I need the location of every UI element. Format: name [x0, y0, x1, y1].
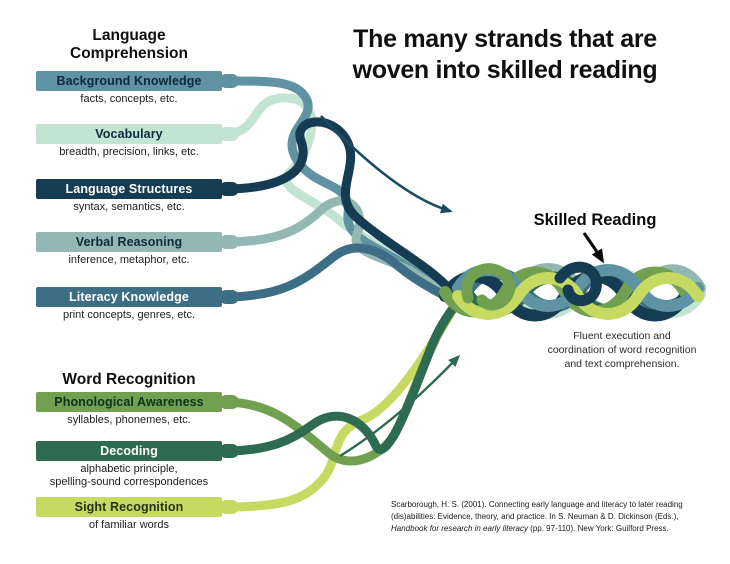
strand-label: Verbal Reasoning [75, 235, 183, 249]
strand-phonological-awareness: Phonological Awareness syllables, phonem… [36, 392, 222, 427]
strand-decoding: Decoding alphabetic principle, spelling-… [36, 441, 222, 489]
strand-caption: inference, metaphor, etc. [68, 254, 190, 266]
strand-caption: breadth, precision, links, etc. [59, 146, 199, 158]
word-recognition-heading: Word Recognition [62, 371, 196, 388]
skilled-reading-description: Fluent execution and coordination of wor… [547, 330, 697, 371]
strand-label: Vocabulary [95, 127, 163, 141]
strand-caption: facts, concepts, etc. [80, 93, 178, 105]
strand-label: Decoding [100, 444, 158, 458]
strand-path-literacy-knowledge [219, 243, 471, 310]
strand-bar: Vocabulary [36, 124, 222, 144]
strand-bar: Decoding [36, 441, 222, 461]
strand-bar: Verbal Reasoning [36, 232, 222, 252]
strand-label: Background Knowledge [56, 74, 202, 88]
strand-caption: syntax, semantics, etc. [73, 201, 185, 213]
strand-bar: Language Structures [36, 179, 222, 199]
strand-bar: Sight Recognition [36, 497, 222, 517]
page-title: The many strands that are woven into ski… [295, 24, 715, 85]
language-comprehension-heading: Language Comprehension [70, 27, 188, 62]
rope-loop-green [461, 263, 516, 311]
lc-strands [219, 76, 471, 310]
skilled-reading-label: Skilled Reading [533, 211, 657, 229]
strand-caption: print concepts, genres, etc. [62, 309, 196, 321]
wr-strands [219, 297, 463, 512]
strand-caption: of familiar words [88, 519, 170, 531]
skilled-reading-arrow [582, 232, 605, 264]
strand-path-language-structures [219, 117, 463, 305]
citation-line3-rest: (pp. 97-110). New York: Guilford Press. [527, 524, 669, 533]
strand-bar: Phonological Awareness [36, 392, 222, 412]
wr-flow-arrow [339, 354, 461, 458]
strand-verbal-reasoning: Verbal Reasoning inference, metaphor, et… [36, 232, 222, 267]
strand-language-structures: Language Structures syntax, semantics, e… [36, 179, 222, 214]
citation-line2: (dis)abilities: Evidence, theory, and pr… [391, 512, 679, 521]
strand-label: Language Structures [65, 182, 193, 196]
strand-path-decoding [219, 297, 463, 456]
page-title-line1: The many strands that are [353, 25, 657, 53]
citation-line3: Handbook for research in early literacy … [391, 523, 713, 535]
lc-flow-arrow [320, 115, 453, 214]
rope-loop-navy [554, 261, 602, 307]
page-title-line2: woven into skilled reading [352, 55, 658, 84]
strand-label: Phonological Awareness [54, 395, 204, 409]
strand-caption: alphabetic principle, spelling-sound cor… [49, 463, 209, 488]
strand-label: Literacy Knowledge [69, 290, 189, 304]
strand-bar: Literacy Knowledge [36, 287, 222, 307]
citation-book-title: Handbook for research in early literacy [391, 524, 528, 533]
strand-caption: syllables, phonemes, etc. [67, 414, 191, 426]
strand-sight-recognition: Sight Recognition of familiar words [36, 497, 222, 532]
strand-vocabulary: Vocabulary breadth, precision, links, et… [36, 124, 222, 159]
strand-literacy-knowledge: Literacy Knowledge print concepts, genre… [36, 287, 222, 322]
woven-rope [439, 261, 706, 322]
strand-background-knowledge: Background Knowledge facts, concepts, et… [36, 71, 222, 106]
citation: Scarborough, H. S. (2001). Connecting ea… [391, 499, 713, 535]
strand-bar: Background Knowledge [36, 71, 222, 91]
strand-label: Sight Recognition [74, 500, 184, 514]
citation-line1: Scarborough, H. S. (2001). Connecting ea… [391, 500, 683, 509]
